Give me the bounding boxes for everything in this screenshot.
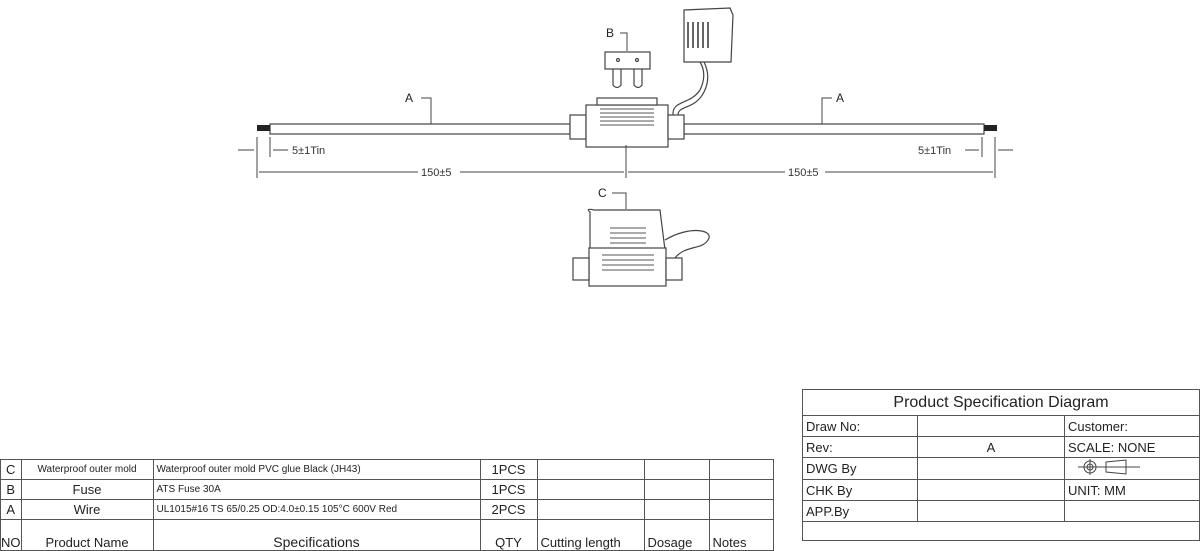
row-cutting — [536, 479, 645, 500]
chk-by-value — [917, 479, 1065, 501]
callout-c: C — [598, 186, 607, 200]
header-no: NO — [0, 519, 22, 551]
fuse-blade — [604, 51, 651, 89]
scale-value: SCALE: NONE — [1064, 436, 1200, 458]
row-qty: 1PCS — [479, 459, 538, 480]
row-spec: UL1015#16 TS 65/0.25 OD:4.0±0.15 105°C 6… — [152, 499, 481, 520]
strip-length-left: 5±1Tin — [292, 145, 325, 157]
header-spec: Specifications — [152, 519, 481, 551]
app-by-value — [917, 500, 1065, 522]
title-block: Product Specification Diagram Draw No: C… — [802, 389, 1200, 541]
row-cutting — [536, 499, 645, 520]
app-by-extra — [1064, 500, 1200, 522]
row-dosage — [643, 499, 710, 520]
row-cutting — [536, 459, 645, 480]
rev-label: Rev: — [802, 436, 918, 458]
wire-right — [683, 123, 997, 135]
projection-symbol — [1064, 457, 1200, 480]
row-notes — [708, 459, 774, 480]
header-cutting: Cutting length — [536, 519, 645, 551]
dimension-lines — [238, 32, 1013, 209]
wire-length-left: 150±5 — [421, 167, 452, 179]
row-no: C — [0, 459, 22, 480]
callout-a-left: A — [405, 91, 413, 105]
header-notes: Notes — [708, 519, 774, 551]
wire-length-right: 150±5 — [788, 167, 819, 179]
row-name: Waterproof outer mold — [20, 459, 154, 480]
bill-of-materials-table: C Waterproof outer mold Waterproof outer… — [0, 459, 774, 551]
table-row: B Fuse ATS Fuse 30A 1PCS — [0, 479, 774, 500]
header-qty: QTY — [479, 519, 538, 551]
row-spec: Waterproof outer mold PVC glue Black (JH… — [152, 459, 481, 480]
row-no: A — [0, 499, 22, 520]
table-row: C Waterproof outer mold Waterproof outer… — [0, 459, 774, 480]
stripped-end-left — [257, 125, 270, 131]
table-row: A Wire UL1015#16 TS 65/0.25 OD:4.0±0.15 … — [0, 499, 774, 520]
rev-value: A — [917, 436, 1065, 458]
row-qty: 1PCS — [479, 479, 538, 500]
callout-b: B — [606, 26, 614, 40]
row-qty: 2PCS — [479, 499, 538, 520]
unit-value: UNIT: MM — [1064, 479, 1200, 501]
title-block-title: Product Specification Diagram — [802, 389, 1200, 416]
header-dosage: Dosage — [643, 519, 710, 551]
draw-no-label: Draw No: — [802, 415, 918, 437]
third-angle-projection-icon — [1078, 459, 1140, 475]
stripped-end-right — [984, 125, 997, 131]
row-spec: ATS Fuse 30A — [152, 479, 481, 500]
strip-length-right: 5±1Tin — [918, 145, 951, 157]
draw-no-value — [917, 415, 1065, 437]
row-dosage — [643, 479, 710, 500]
row-name: Fuse — [20, 479, 154, 500]
row-no: B — [0, 479, 22, 500]
row-dosage — [643, 459, 710, 480]
dwg-by-label: DWG By — [802, 457, 918, 480]
row-notes — [708, 499, 774, 520]
table-header-row: NO Product Name Specifications QTY Cutti… — [0, 519, 774, 551]
wire-harness-drawing: A A B C 5±1Tin 5±1Tin 150±5 150±5 — [238, 7, 1013, 287]
chk-by-label: CHK By — [802, 479, 918, 501]
app-by-label: APP.By — [802, 500, 918, 522]
title-block-footer — [802, 521, 1200, 541]
fuse-holder-top — [569, 7, 734, 148]
fuse-holder-side — [572, 208, 710, 287]
header-name: Product Name — [20, 519, 154, 551]
customer-label: Customer: — [1064, 415, 1200, 437]
dwg-by-value — [917, 457, 1065, 480]
row-name: Wire — [20, 499, 154, 520]
callout-a-right: A — [836, 91, 844, 105]
wire-left — [257, 123, 571, 135]
row-notes — [708, 479, 774, 500]
